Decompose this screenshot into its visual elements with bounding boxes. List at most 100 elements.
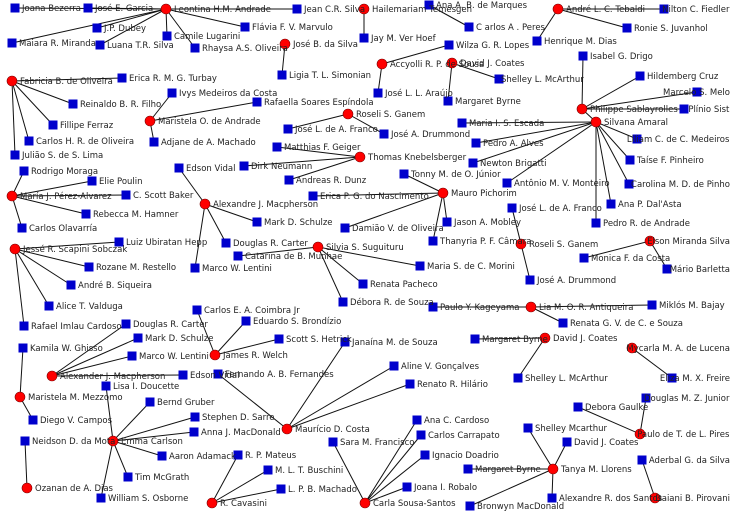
- edge-emma-stephen: [112, 416, 196, 442]
- edge-silvana-newton: [472, 121, 597, 164]
- leaf-node-markds1: [252, 217, 262, 227]
- leaf-node-rpmateus: [233, 450, 243, 460]
- edge-emma-aaron: [112, 440, 163, 457]
- edge-mauro-damiao: [344, 192, 444, 229]
- node-label-andrebs: André B. Siqueira: [78, 280, 152, 291]
- leaf-node-neidson: [20, 436, 30, 446]
- node-label-reinaldo: Reinaldo B. R. Filho: [80, 100, 161, 110]
- leaf-node-miklos: [647, 300, 657, 310]
- leaf-node-marcowl1: [190, 263, 200, 273]
- leaf-node-ronie: [622, 23, 632, 33]
- node-label-scott: Scott S. Hetrick: [286, 335, 352, 345]
- node-label-hildemberg: Hildemberg Cruz: [647, 72, 719, 82]
- leaf-node-margaret2: [470, 334, 480, 344]
- node-label-alicet: Alice T. Valduga: [56, 302, 123, 312]
- leaf-node-marcowl2: [127, 351, 137, 361]
- edge-maristelaoa-rafaella: [149, 101, 258, 122]
- edge-carlasousa-carloscarr: [364, 434, 422, 504]
- leaf-node-henrique: [532, 36, 542, 46]
- node-label-roseli2: Roseli S. Ganem: [529, 240, 598, 250]
- leaf-node-luana: [95, 40, 105, 50]
- node-label-lisa: Lisa I. Doucette: [113, 382, 179, 392]
- edge-mariajpa-rebecca: [11, 195, 87, 215]
- leaf-node-isabel: [578, 51, 588, 61]
- leaf-node-wilza: [444, 40, 454, 50]
- leaf-node-ignacio: [420, 450, 430, 460]
- node-label-alexjm2: Alexander J. Macpherson: [60, 372, 165, 382]
- edge-andrelct-henrique: [536, 8, 559, 42]
- node-label-rebecca: Rebecca M. Hamner: [93, 210, 179, 220]
- node-label-aaron: Aaron Adamack: [169, 452, 236, 462]
- edge-jesser-rafael: [14, 248, 25, 327]
- node-label-mariaise: Maria I. S. Escada: [469, 119, 544, 129]
- node-label-mario: Mário Barletta: [670, 265, 730, 275]
- leaf-node-matthias: [272, 142, 282, 152]
- edge-thomas-andreas: [288, 156, 361, 181]
- node-label-daiani: Daiani B. Pirovani: [655, 494, 730, 504]
- leaf-node-rebecca: [81, 209, 91, 219]
- node-label-liamor: Lia M. O. R. Antiqueira: [539, 303, 633, 313]
- leaf-node-aline: [389, 361, 399, 371]
- leaf-node-josead1: [379, 129, 389, 139]
- leaf-node-douglasrc2: [121, 319, 131, 329]
- edge-roseli2-joseldf2: [511, 207, 522, 245]
- node-label-renata1: Renata Pacheco: [370, 280, 438, 290]
- leaf-node-shelleymc: [523, 423, 533, 433]
- edge-jamesr-eduardo: [214, 320, 247, 356]
- center-node-davidcoates1: [446, 57, 458, 69]
- node-label-liliam: Liliam C. de C. Medeiros: [627, 135, 730, 145]
- edge-leontina-flavia: [165, 8, 246, 28]
- leaf-node-andreas: [284, 175, 294, 185]
- edge-fabricia-carloshr: [11, 80, 30, 142]
- edge-rcavasini-rpmateus: [211, 454, 239, 504]
- node-label-anacc: Ana C. Cardoso: [424, 416, 489, 426]
- edge-alexjm1-douglasrc1: [204, 203, 227, 244]
- node-label-elie: Elie Poulin: [99, 177, 143, 187]
- center-node-alexjm2: [46, 370, 58, 382]
- leaf-node-renata1: [358, 279, 368, 289]
- node-label-aderbal: Aderbal G. da Silva: [649, 456, 730, 466]
- node-label-mariajpa: María J. Pérez-Alvarez: [20, 191, 112, 202]
- edge-layer: [11, 4, 698, 507]
- leaf-node-tim: [123, 472, 133, 482]
- leaf-node-ligia: [277, 70, 287, 80]
- leaf-node-carloscarr: [416, 430, 426, 440]
- edge-leontina-jegarcia: [87, 7, 167, 10]
- node-label-shelley1: Shelley L. McArthur: [501, 75, 584, 85]
- center-node-mariajpa: [6, 190, 18, 202]
- node-label-annajm: Anna J. MacDonald: [201, 428, 281, 438]
- node-label-saramf: Sara M. Francisco: [340, 438, 414, 448]
- edge-emma-bernd: [112, 401, 151, 442]
- leaf-node-tonny: [399, 169, 409, 179]
- center-node-andrelct: [552, 3, 564, 15]
- node-label-antonio: Antônio M. V. Monteiro: [514, 178, 610, 189]
- node-label-accyolli: Accyolli R. P. de Sousa: [390, 60, 484, 70]
- node-label-dirk: Dirk Neumann: [251, 162, 312, 172]
- leaf-node-maiara: [7, 38, 17, 48]
- leaf-node-mlt: [263, 465, 273, 475]
- leaf-node-rafaella: [252, 97, 262, 107]
- node-label-margaret2: Margaret Byrne: [482, 335, 548, 345]
- leaf-node-ericarm: [117, 73, 127, 83]
- edge-emma-william: [100, 440, 114, 499]
- node-label-renatorh: Renato R. Hilário: [417, 380, 488, 390]
- leaf-node-taise: [625, 155, 635, 165]
- node-label-markds1: Mark D. Schulze: [264, 218, 333, 228]
- center-node-emma: [107, 435, 119, 447]
- node-label-anapdalasta: Ana P. Dal'Asta: [618, 200, 682, 210]
- node-label-markds2: Mark D. Schulze: [145, 334, 214, 344]
- node-label-paulotlp: Paulo de T. de L. Pires: [637, 430, 730, 440]
- edge-mauro-tonny: [403, 173, 444, 194]
- leaf-node-jeancr: [292, 4, 302, 14]
- leaf-node-douglasmz: [641, 393, 651, 403]
- center-node-rcavasini: [206, 497, 218, 509]
- edge-fabricia-reinaldo: [11, 80, 74, 105]
- leaf-node-joseldf2: [507, 203, 517, 213]
- node-label-davidcoates3: David J. Coates: [574, 438, 639, 448]
- node-label-camile: Camile Lugarini: [174, 32, 240, 42]
- edge-mauro-thanyria: [432, 192, 444, 242]
- node-label-juliao: Julião S. de S. Lima: [21, 151, 103, 161]
- edge-silvana-liliam: [595, 121, 638, 140]
- edge-liamor-renatagv: [530, 306, 564, 324]
- leaf-node-scott: [274, 334, 284, 344]
